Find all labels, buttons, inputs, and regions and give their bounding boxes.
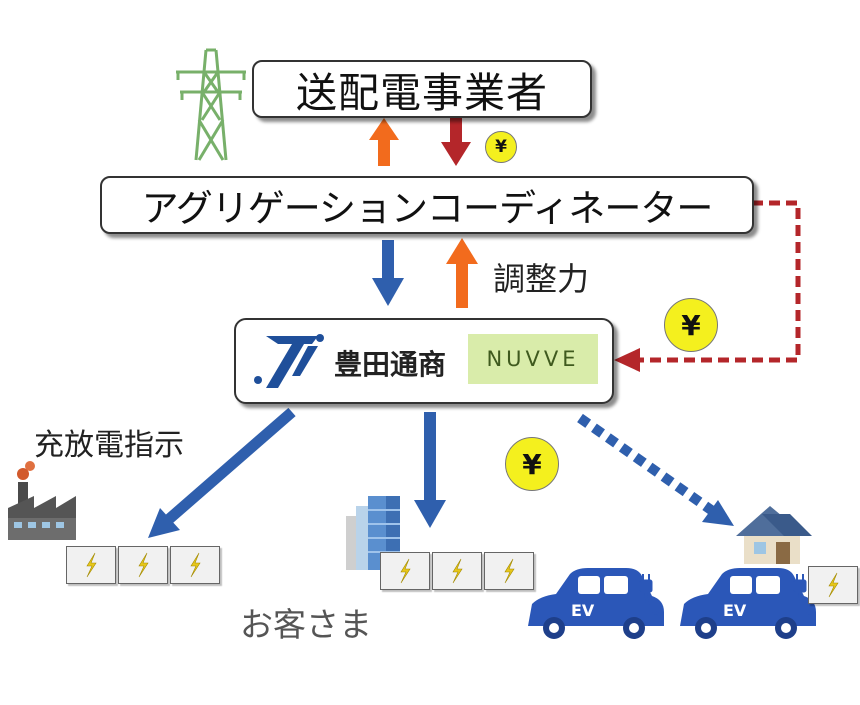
arrow-to-factory bbox=[148, 407, 296, 538]
ev-label: EV bbox=[723, 601, 747, 620]
charge-discharge-label: 充放電指示 bbox=[34, 428, 184, 463]
battery-cell bbox=[170, 546, 220, 584]
house-battery bbox=[808, 566, 860, 604]
factory-battery bbox=[66, 546, 222, 584]
ev-car-icon bbox=[680, 568, 816, 639]
ev-car-icon bbox=[528, 568, 664, 639]
payment-down-arrow bbox=[441, 118, 471, 166]
toyota-tsusho-logo bbox=[254, 334, 324, 388]
adjustment-up-arrow-top bbox=[369, 118, 399, 166]
lightning-icon bbox=[138, 552, 149, 578]
yen-coin-bottom: ¥ bbox=[505, 437, 559, 491]
office-battery bbox=[380, 552, 536, 590]
lightning-icon bbox=[828, 572, 839, 598]
tso-box: 送配電事業者 bbox=[252, 60, 592, 118]
battery-cell bbox=[484, 552, 534, 590]
nuvve-logo: NUVVE bbox=[468, 334, 598, 384]
lightning-icon bbox=[400, 558, 411, 584]
ev-label: EV bbox=[571, 601, 595, 620]
yen-symbol: ¥ bbox=[522, 447, 542, 481]
yen-coin-small: ¥ bbox=[485, 131, 517, 163]
factory-icon bbox=[8, 461, 76, 540]
transmission-tower-icon bbox=[176, 48, 246, 161]
yen-symbol: ¥ bbox=[495, 137, 507, 157]
lightning-icon bbox=[190, 552, 201, 578]
battery-cell bbox=[432, 552, 482, 590]
aggregation-coordinator-box: アグリゲーションコーディネーター bbox=[100, 176, 754, 234]
lightning-icon bbox=[86, 552, 97, 578]
house-icon bbox=[736, 506, 812, 564]
battery-cell bbox=[118, 546, 168, 584]
battery-cell bbox=[66, 546, 116, 584]
lightning-icon bbox=[504, 558, 515, 584]
lightning-icon bbox=[452, 558, 463, 584]
instruction-down-arrow bbox=[372, 240, 404, 306]
charging-plug-icon bbox=[793, 574, 813, 616]
adjustment-label: 調整力 bbox=[493, 260, 590, 298]
battery-cell bbox=[808, 566, 858, 604]
battery-cell bbox=[380, 552, 430, 590]
charging-plug-icon bbox=[639, 574, 659, 616]
nuvve-logo-text: NUVVE bbox=[486, 347, 580, 371]
yen-coin-right: ¥ bbox=[664, 298, 718, 352]
company-name: 豊田通商 bbox=[334, 348, 447, 381]
arrow-to-office bbox=[414, 412, 446, 528]
payment-dashed-path bbox=[614, 200, 801, 372]
arrow-to-house-dotted bbox=[577, 413, 734, 526]
yen-symbol: ¥ bbox=[681, 308, 701, 342]
aggregation-coordinator-label: アグリゲーションコーディネーター bbox=[141, 187, 714, 230]
company-box: 豊田通商 NUVVE bbox=[234, 318, 614, 404]
tso-label: 送配電事業者 bbox=[296, 69, 548, 117]
customer-label: お客さま bbox=[240, 605, 372, 644]
adjustment-up-arrow bbox=[446, 238, 478, 308]
